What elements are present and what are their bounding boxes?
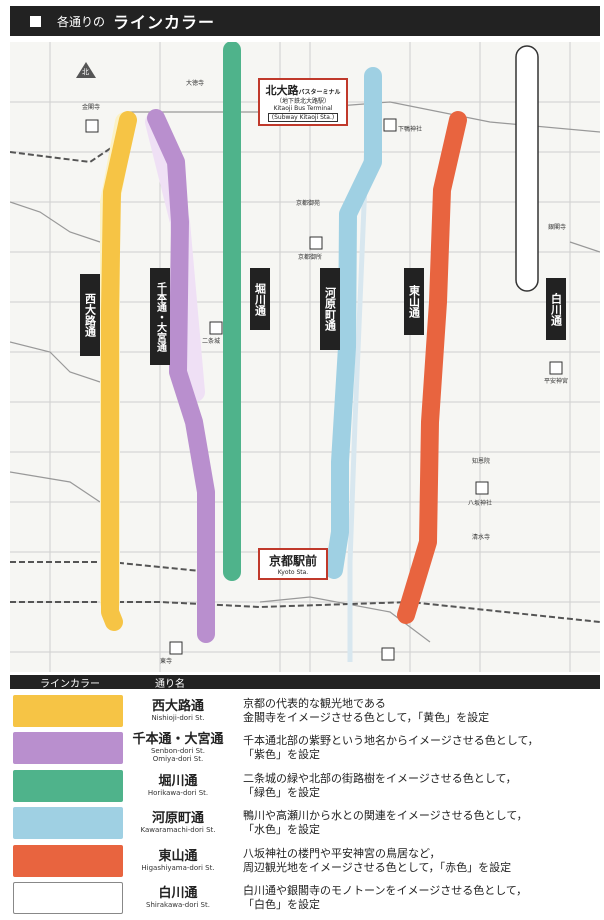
map-graphic <box>10 42 600 672</box>
color-swatch-green <box>13 769 123 802</box>
header-prefix: 各通りの <box>57 14 106 29</box>
place-label: 二条城 <box>202 338 221 345</box>
color-swatch-yellow <box>13 694 123 727</box>
route-line-nishioji <box>101 111 137 631</box>
legend-header-color: ラインカラー <box>40 678 100 690</box>
station-markers <box>85 118 563 661</box>
page-header: 各通りの ラインカラー <box>10 6 600 36</box>
route-label-nishioji: 西大路通 <box>80 274 100 356</box>
kitaoji-bus-terminal-label: 北大路バスターミナル （地下鉄北大路駅） Kitaoji Bus Termina… <box>258 78 348 126</box>
route-label-senbon: 千本通・大宮通 <box>150 268 170 365</box>
place-label: 京都御所 <box>298 254 323 261</box>
kyoto-station-label: 京都駅前 Kyoto Sta. <box>258 548 328 580</box>
place-label: 京都御苑 <box>296 200 321 207</box>
place-label: 下鴨神社 <box>398 126 423 133</box>
color-swatch-purple <box>13 732 123 765</box>
color-swatch-white <box>13 882 123 915</box>
header-title: ラインカラー <box>113 13 216 32</box>
legend-header-name: 通り名 <box>155 678 185 690</box>
route-line-senbon <box>147 109 215 643</box>
place-label: 金閣寺 <box>82 104 101 111</box>
route-label-horikawa: 堀川通 <box>250 268 270 330</box>
square-bullet-icon <box>30 15 41 27</box>
place-label: 八坂神社 <box>468 500 493 507</box>
route-map: 北 西大路通 千本通・大宮通 堀川通 河原町通 東山通 白川通 北大路バスターミ… <box>10 42 600 672</box>
place-label: 大徳寺 <box>186 80 205 87</box>
color-swatch-red <box>13 844 123 877</box>
place-label: 知恩院 <box>472 458 491 465</box>
legend-header: ラインカラー 通り名 <box>10 675 600 690</box>
place-label: 平安神宮 <box>544 378 569 385</box>
route-label-shirakawa: 白川通 <box>546 278 566 340</box>
route-line-higashiyama <box>397 111 467 624</box>
route-line-shirakawa <box>515 45 539 292</box>
route-label-kawaramachi: 河原町通 <box>320 268 340 350</box>
place-label: 東寺 <box>160 658 173 665</box>
route-line-kawaramachi <box>325 67 382 579</box>
route-label-higashiyama: 東山通 <box>404 268 424 335</box>
compass-north-icon: 北 <box>76 62 96 78</box>
place-label: 清水寺 <box>472 534 491 541</box>
place-label: 銀閣寺 <box>548 224 567 231</box>
color-swatch-lightblue <box>13 807 123 840</box>
